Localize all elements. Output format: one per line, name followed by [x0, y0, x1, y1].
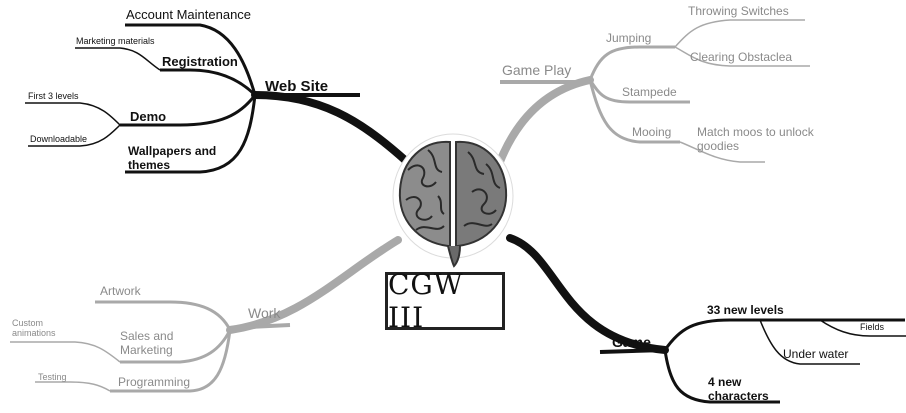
connector-under-water — [759, 319, 860, 365]
connector-testing — [35, 381, 111, 392]
node-demo: Demo — [130, 109, 167, 124]
connector-new-characters — [663, 349, 780, 404]
node-programming: Programming — [118, 375, 191, 389]
logo-badge: CGW III — [385, 268, 505, 334]
node-marketing-materials: Marketing materials — [76, 36, 155, 46]
node-custom-animations: Custom animations — [12, 318, 56, 339]
connector-artwork — [95, 300, 232, 331]
node-new-characters: 4 new characters — [708, 375, 769, 403]
node-fields: Fields — [860, 322, 885, 332]
node-jumping: Jumping — [606, 31, 652, 45]
connector-programming — [110, 329, 232, 393]
node-account-maintenance: Account Maintenance — [126, 7, 252, 22]
node-first-3-levels: First 3 levels — [28, 91, 79, 101]
connector-match-moos — [679, 141, 765, 163]
connector-web-site — [251, 91, 409, 164]
connector-marketing-materials — [75, 47, 161, 71]
connector-registration — [160, 68, 257, 97]
connector-stampede — [588, 79, 690, 104]
connector-throwing-switches — [674, 19, 805, 48]
node-web-site: Web Site — [265, 78, 329, 95]
brain-icon — [388, 130, 518, 270]
node-clearing-obstacles: Clearing Obstaclea — [690, 50, 793, 64]
node-match-moos: Match moos to unlock goodies — [697, 125, 814, 153]
connector-first-3-levels — [25, 102, 121, 126]
connector-wallpapers — [125, 94, 257, 174]
node-mooing: Mooing — [632, 125, 672, 139]
connector-account-maintenance — [125, 23, 257, 96]
connector-game — [506, 234, 669, 354]
node-downloadable: Downloadable — [30, 134, 88, 144]
node-game: Game — [612, 334, 651, 350]
connector-sales-marketing — [120, 329, 232, 364]
connector-clearing-obstacles — [674, 46, 810, 67]
node-work: Work — [248, 305, 281, 321]
connector-jumping — [588, 45, 675, 81]
connector-fields — [819, 319, 906, 337]
logo-text: CGW III — [388, 268, 464, 334]
connector-work-underline — [229, 323, 291, 330]
node-game-play: Game Play — [502, 62, 572, 78]
connector-mooing — [588, 79, 680, 144]
node-throwing-switches: Throwing Switches — [688, 4, 789, 18]
connector-demo — [120, 94, 257, 127]
node-under-water: Under water — [783, 347, 849, 361]
connector-downloadable — [28, 124, 121, 147]
connector-custom-animations — [10, 341, 121, 363]
node-stampede: Stampede — [622, 85, 677, 99]
connector-game-underline — [599, 348, 666, 354]
node-wallpapers-themes: Wallpapers and themes — [128, 144, 217, 172]
node-sales-marketing: Sales and Marketing — [120, 329, 174, 357]
node-testing: Testing — [38, 372, 67, 382]
node-registration: Registration — [162, 54, 238, 69]
connector-33-new-levels — [663, 318, 905, 351]
node-artwork: Artwork — [100, 284, 141, 298]
node-33-new-levels: 33 new levels — [707, 303, 784, 317]
